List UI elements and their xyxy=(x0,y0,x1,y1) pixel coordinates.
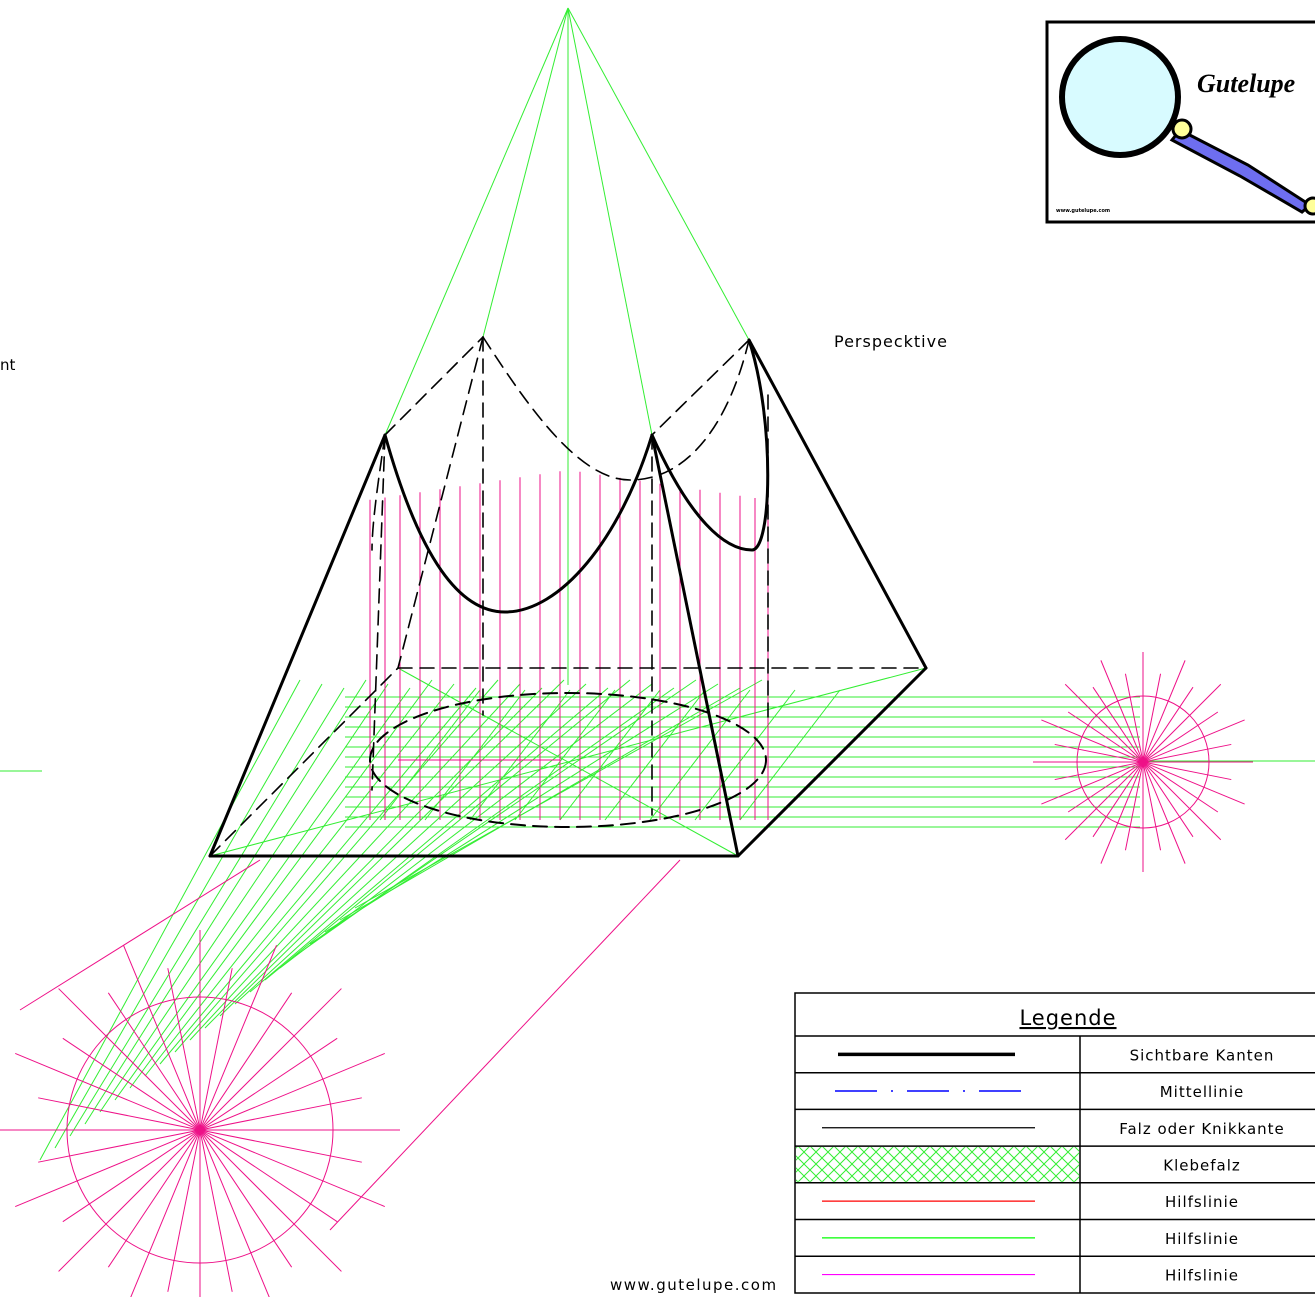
legend-table: Legende Sichtbare KantenMittellinieFalz … xyxy=(794,992,1315,1294)
cut-label: nt xyxy=(0,356,16,374)
footer-url: www.gutelupe.com xyxy=(610,1276,778,1294)
legend-row: Sichtbare Kanten xyxy=(838,1046,1275,1064)
logo-name: Gutelupe xyxy=(1197,69,1295,98)
legend-row: Mittellinie xyxy=(795,1071,1315,1101)
legend-symbol-hatch xyxy=(796,1147,1079,1182)
legend-row-label: Falz oder Knikkante xyxy=(1119,1120,1285,1138)
legend-row-label: Hilfslinie xyxy=(1165,1230,1239,1248)
legend-row-label: Klebefalz xyxy=(1163,1156,1241,1174)
legend-row: Klebefalz xyxy=(795,1145,1315,1182)
gutelupe-logo: Gutelupe www.gutelupe.com xyxy=(1045,20,1315,224)
legend-row: Falz oder Knikkante xyxy=(795,1108,1315,1138)
green-construction-lines xyxy=(0,7,1315,1161)
legend-row: Hilfslinie xyxy=(795,1218,1315,1248)
logo-small-url: www.gutelupe.com xyxy=(1056,208,1110,214)
legend-row: Hilfslinie xyxy=(795,1182,1315,1211)
magnifier-lens xyxy=(1059,36,1181,158)
visible-edges xyxy=(208,336,928,858)
legend-row: Hilfslinie xyxy=(795,1255,1315,1285)
legend-row-label: Hilfslinie xyxy=(1165,1193,1239,1211)
legend-row-label: Sichtbare Kanten xyxy=(1130,1046,1275,1064)
legend-row-label: Mittellinie xyxy=(1160,1083,1245,1101)
magenta-construction-lines xyxy=(0,471,1253,1297)
perspective-label: Perspecktive xyxy=(834,332,948,351)
legend-row-label: Hilfslinie xyxy=(1165,1267,1239,1285)
magnifier-ring xyxy=(1171,118,1193,140)
magnifier-handle xyxy=(1169,128,1313,214)
legend-title: Legende xyxy=(1019,1006,1116,1030)
